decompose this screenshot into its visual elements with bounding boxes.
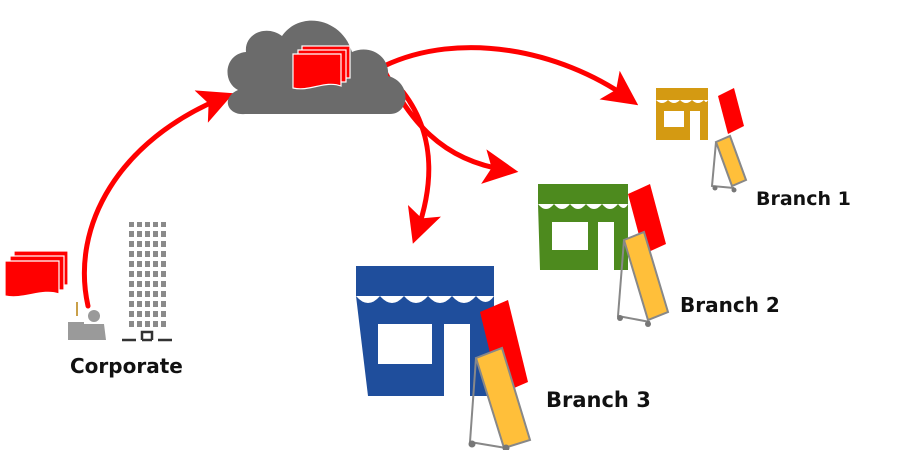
- digital-signage-kiosk-icon: [468, 300, 532, 450]
- arrow-cloud-to-branch-3: [400, 89, 441, 244]
- corporate-label: Corporate: [70, 354, 183, 378]
- digital-signage-kiosk-icon: [616, 184, 670, 327]
- content-stack-icon: [4, 250, 69, 298]
- arrow-cloud-to-branch-1: [381, 45, 639, 106]
- branch-2-label: Branch 2: [680, 293, 780, 317]
- branch-1-store: [656, 88, 748, 193]
- storefront-icon: [356, 266, 494, 396]
- storefront-icon: [538, 184, 628, 270]
- office-worker-icon: [68, 302, 106, 340]
- content-stack-icon: [292, 45, 351, 90]
- arrow-cloud-to-branch-2: [381, 67, 519, 184]
- office-building-icon: [122, 222, 172, 342]
- arrow-corporate-to-cloud: [81, 90, 234, 309]
- branch-1-label: Branch 1: [756, 188, 851, 210]
- storefront-icon: [656, 88, 708, 140]
- branch-3-label: Branch 3: [546, 388, 651, 412]
- branch-3-store: [356, 266, 532, 450]
- digital-signage-kiosk-icon: [710, 88, 748, 193]
- branch-2-store: [538, 184, 670, 327]
